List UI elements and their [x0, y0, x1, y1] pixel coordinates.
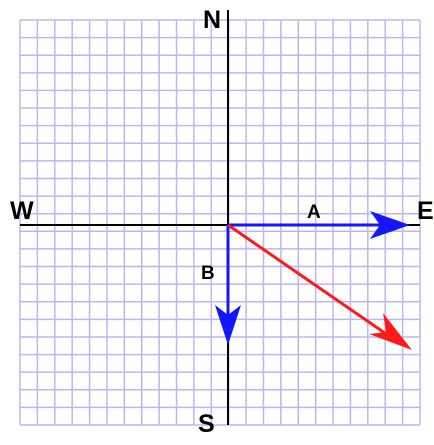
north-label: N: [203, 6, 221, 34]
resultant-vector-arrowhead: [369, 313, 412, 350]
vector-a-label: A: [307, 202, 321, 223]
vector-a-arrowhead: [370, 211, 410, 239]
grid-lines: [19, 19, 421, 426]
south-label: S: [198, 410, 215, 438]
east-label: E: [417, 197, 434, 225]
vector-a: A: [228, 202, 410, 239]
resultant-vector: [227, 223, 412, 350]
west-label: W: [10, 197, 34, 225]
vector-b: B: [201, 225, 241, 345]
vector-b-arrowhead: [215, 305, 241, 345]
vector-b-label: B: [201, 263, 215, 284]
resultant-vector-line: [227, 223, 393, 340]
